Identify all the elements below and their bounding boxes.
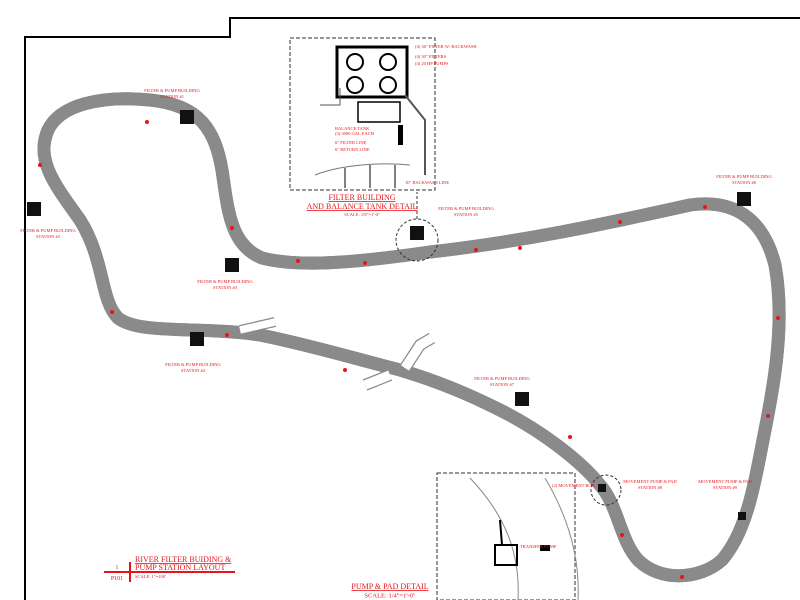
detail-callout-circle: [590, 474, 622, 506]
svg-text:AND BALANCE TANK DETAIL: AND BALANCE TANK DETAIL: [307, 202, 418, 211]
svg-text:P101: P101: [111, 576, 123, 582]
pump-stations: [27, 110, 751, 520]
svg-text:10" BACKWASH LINE: 10" BACKWASH LINE: [405, 180, 449, 185]
filter-building-detail: (4) 36" FILTER W/ BACKWASH(4) 30" FILTER…: [289, 37, 477, 217]
svg-text:TRANSFER PUMP: TRANSFER PUMP: [520, 544, 557, 549]
svg-text:FILTER BUILDING: FILTER BUILDING: [328, 193, 395, 202]
svg-text:SCALE: 1"=100': SCALE: 1"=100': [135, 574, 166, 579]
station-building: [190, 332, 204, 346]
detail-callout-circle: [395, 218, 439, 262]
svg-text:(4) 36" FILTER W/ BACKWASH(4): (4) 36" FILTER W/ BACKWASH(4) 30" FILTER…: [415, 44, 477, 66]
station-building: [598, 484, 606, 492]
svg-text:PUMP STATION LAYOUT: PUMP STATION LAYOUT: [135, 563, 225, 572]
svg-text:SCALE: 1/8"=1'-0": SCALE: 1/8"=1'-0": [344, 212, 380, 217]
station-building: [180, 110, 194, 124]
station-building: [737, 192, 751, 206]
station-building: [515, 392, 529, 406]
svg-text:(2) MOVEMENT BOX: (2) MOVEMENT BOX: [552, 483, 596, 488]
svg-text:RIVER FILTER BUIDING &: RIVER FILTER BUIDING &: [135, 555, 232, 564]
lazy-river-path: [44, 99, 779, 576]
sheet-border: [24, 17, 800, 600]
station-building: [738, 512, 746, 520]
sheet-title-block: 1 P101 RIVER FILTER BUIDING & PUMP STATI…: [104, 555, 235, 582]
pump-pad-scale: SCALE: 1/4"=1'-0": [364, 593, 415, 600]
pump-pad-detail: (2) MOVEMENT BOX TRANSFER PUMP PUMP & PA…: [351, 472, 596, 600]
red-markers: [38, 120, 780, 579]
pump-pad-title: PUMP & PAD DETAIL: [351, 582, 428, 591]
svg-text:1: 1: [116, 565, 119, 571]
station-building: [225, 258, 239, 272]
station-building: [27, 202, 41, 216]
station-building: [410, 226, 424, 240]
